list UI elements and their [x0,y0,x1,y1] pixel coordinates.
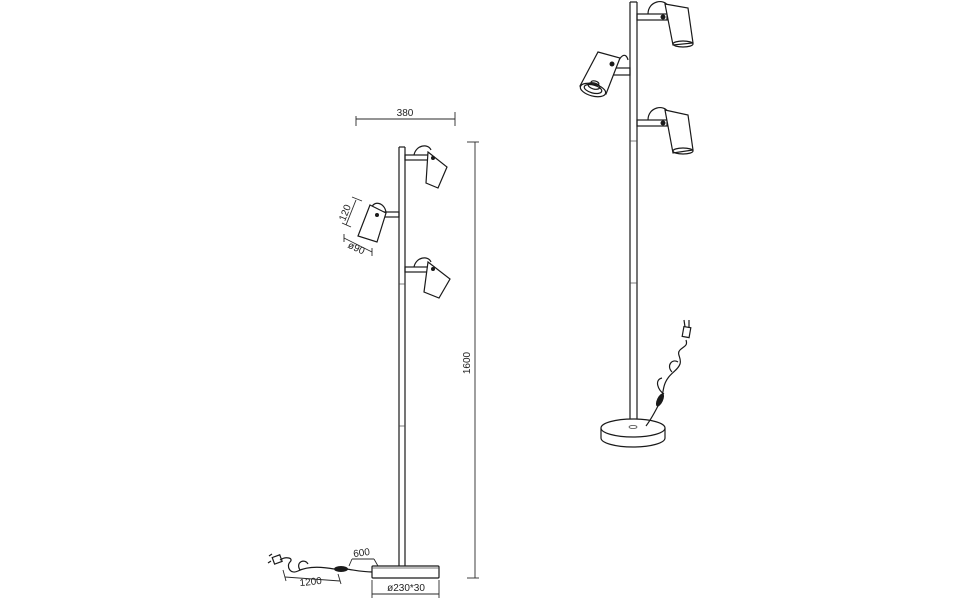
shade-diameter-label: ø90 [346,240,367,257]
height-dimension: 1600 [462,141,479,579]
perspective-cable [645,319,692,427]
power-cable [267,553,373,573]
cable-length-label: 1200 [299,576,323,589]
plug-icon [267,553,283,565]
lamp-base [371,565,440,579]
shade-height-label: 120 [337,203,354,223]
base-dimension: ø230*30 [371,580,440,598]
spotlight-upper [404,145,448,189]
width-dimension: 380 [355,108,456,126]
base-label: ø230*30 [387,583,425,594]
switch-dimension: 600 [348,547,379,567]
height-label: 1600 [462,351,473,374]
width-label: 380 [397,108,414,119]
perspective-base [600,418,666,448]
lamp-pole [398,146,406,566]
switch-label: 600 [353,547,371,560]
cable-switch [334,566,348,572]
shade-height-dimension: 120 [337,196,363,228]
perspective-pole [629,1,638,425]
perspective-spotlight-top [636,0,694,48]
perspective-plug-icon [681,319,692,339]
perspective-spotlight-left [579,51,631,98]
dimension-view: 380 1600 120 ø90 [267,108,479,598]
perspective-switch [655,393,665,407]
spotlight-left [357,202,400,243]
spotlight-lower [404,257,451,299]
perspective-view [579,0,694,448]
perspective-spotlight-middle [636,106,694,155]
cable-length-dimension: 1200 [282,569,342,589]
